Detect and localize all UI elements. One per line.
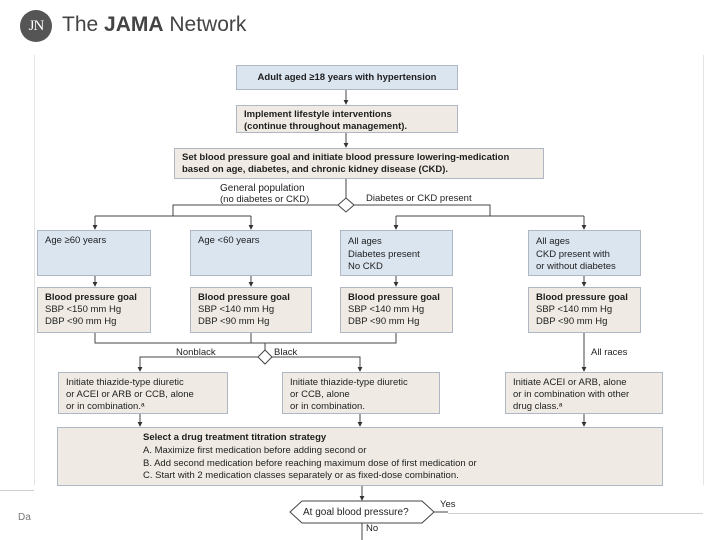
titration-option-c: C. Start with 2 medication classes separ… — [143, 470, 459, 482]
bp-goal-3-title: Blood pressure goal — [348, 292, 440, 303]
bp-goal-box-3: Blood pressure goal SBP <140 mm Hg DBP <… — [340, 287, 453, 333]
frame-line-left — [34, 55, 35, 485]
lifestyle-line-1: Implement lifestyle interventions — [244, 109, 392, 120]
treatment-1-line-1: Initiate thiazide-type diuretic — [66, 377, 184, 388]
footer-date-text: Da — [18, 512, 31, 523]
yes-text: Yes — [440, 499, 456, 510]
group-3-line-1: All ages — [348, 236, 382, 247]
group-4-line-3: or without diabetes — [536, 261, 616, 272]
start-box: Adult aged ≥18 years with hypertension — [236, 65, 458, 90]
decision-diamond-race — [257, 349, 273, 365]
no-text: No — [366, 523, 379, 534]
brand-suffix: Network — [163, 13, 247, 36]
goal-setting-box: Set blood pressure goal and initiate blo… — [174, 148, 544, 179]
group-2-line-1: Age <60 years — [198, 235, 260, 246]
treatment-box-black: Initiate thiazide-type diuretic or CCB, … — [282, 372, 440, 414]
at-goal-text: At goal blood pressure? — [303, 507, 409, 518]
general-population-line-1: General population — [220, 183, 305, 194]
treatment-3-line-3: drug class.ᵃ — [513, 401, 563, 412]
brand-title: The JAMA Network — [62, 13, 246, 37]
nonblack-text: Nonblack — [176, 347, 216, 358]
group-3-line-2: Diabetes present — [348, 248, 420, 260]
bp-goal-4-dbp: DBP <90 mm Hg — [536, 316, 608, 327]
at-goal-question: At goal blood pressure? — [303, 507, 409, 518]
bp-goal-1-sbp: SBP <150 mm Hg — [45, 304, 122, 315]
bp-goal-2-title: Blood pressure goal — [198, 292, 290, 303]
diabetes-ckd-label: Diabetes or CKD present — [366, 193, 472, 204]
line-diabetes-ckd — [354, 204, 491, 216]
group-4-line-1: All ages — [536, 236, 570, 247]
footer-rule — [0, 490, 34, 491]
decision-diamond-population — [337, 197, 355, 213]
titration-strategy-box: Select a drug treatment titration strate… — [57, 427, 663, 486]
lifestyle-box: Implement lifestyle interventions (conti… — [236, 105, 458, 133]
group-3-line-3: No CKD — [348, 261, 383, 272]
bp-goal-box-1: Blood pressure goal SBP <150 mm Hg DBP <… — [37, 287, 151, 333]
bp-goal-3-dbp: DBP <90 mm Hg — [348, 316, 420, 327]
titration-option-a: A. Maximize first medication before addi… — [143, 444, 367, 456]
goal-setting-line-2: based on age, diabetes, and chronic kidn… — [182, 164, 449, 175]
frame-line-right — [703, 55, 704, 485]
treatment-2-line-1: Initiate thiazide-type diuretic — [290, 377, 408, 388]
treatment-box-nonblack: Initiate thiazide-type diuretic or ACEI … — [58, 372, 228, 414]
general-population-line-2: (no diabetes or CKD) — [220, 194, 310, 205]
all-races-label: All races — [591, 347, 627, 358]
treatment-1-line-2: or ACEI or ARB or CCB, alone — [66, 389, 194, 400]
black-label: Black — [274, 347, 297, 358]
lifestyle-line-2: (continue throughout management). — [244, 121, 408, 132]
group-box-age-60-plus: Age ≥60 years — [37, 230, 151, 276]
site-header: JN The JAMA Network — [0, 0, 720, 55]
group-1-line-1: Age ≥60 years — [45, 235, 107, 246]
titration-title: Select a drug treatment titration strate… — [143, 432, 327, 443]
bp-goal-2-sbp: SBP <140 mm Hg — [198, 304, 275, 315]
line-general-population — [172, 204, 338, 216]
treatment-box-ckd: Initiate ACEI or ARB, alone or in combin… — [505, 372, 663, 414]
bp-goal-3-sbp: SBP <140 mm Hg — [348, 304, 425, 315]
group-box-ckd: All ages CKD present with or without dia… — [528, 230, 641, 276]
footer-rule-right — [448, 513, 703, 514]
bp-goal-4-sbp: SBP <140 mm Hg — [536, 304, 613, 315]
diabetes-ckd-text: Diabetes or CKD present — [366, 193, 472, 204]
line-goals-merge — [94, 333, 397, 344]
bp-goal-box-2: Blood pressure goal SBP <140 mm Hg DBP <… — [190, 287, 312, 333]
group-box-diabetes-no-ckd: All ages Diabetes present No CKD — [340, 230, 453, 276]
group-4-line-2: CKD present with — [536, 248, 610, 260]
no-label: No — [366, 523, 378, 534]
start-text: Adult aged ≥18 years with hypertension — [257, 72, 437, 83]
general-population-label: General population (no diabetes or CKD) — [220, 183, 309, 205]
line-nonblack — [137, 356, 258, 372]
brand-prefix: The — [62, 13, 105, 36]
goal-setting-line-1: Set blood pressure goal and initiate blo… — [182, 152, 510, 163]
titration-option-b: B. Add second medication before reaching… — [143, 457, 477, 469]
brand-bold: JAMA — [104, 13, 164, 36]
footer-date-fragment: Da — [18, 512, 31, 523]
group-box-age-under-60: Age <60 years — [190, 230, 312, 276]
bp-goal-1-title: Blood pressure goal — [45, 292, 137, 303]
black-text: Black — [274, 347, 298, 358]
all-races-text: All races — [591, 347, 628, 358]
logo-text: JN — [28, 17, 45, 34]
nonblack-label: Nonblack — [176, 347, 216, 358]
line-black — [272, 356, 363, 372]
treatment-2-line-3: or in combination. — [290, 401, 365, 412]
yes-label: Yes — [440, 499, 456, 510]
bp-goal-1-dbp: DBP <90 mm Hg — [45, 316, 117, 327]
treatment-2-line-2: or CCB, alone — [290, 389, 350, 400]
bp-goal-2-dbp: DBP <90 mm Hg — [198, 316, 270, 327]
bp-goal-box-4: Blood pressure goal SBP <140 mm Hg DBP <… — [528, 287, 641, 333]
jama-network-logo[interactable]: JN — [20, 10, 52, 42]
treatment-3-line-1: Initiate ACEI or ARB, alone — [513, 377, 627, 388]
bp-goal-4-title: Blood pressure goal — [536, 292, 628, 303]
treatment-1-line-3: or in combination.ᵃ — [66, 401, 145, 412]
treatment-3-line-2: or in combination with other — [513, 389, 630, 400]
